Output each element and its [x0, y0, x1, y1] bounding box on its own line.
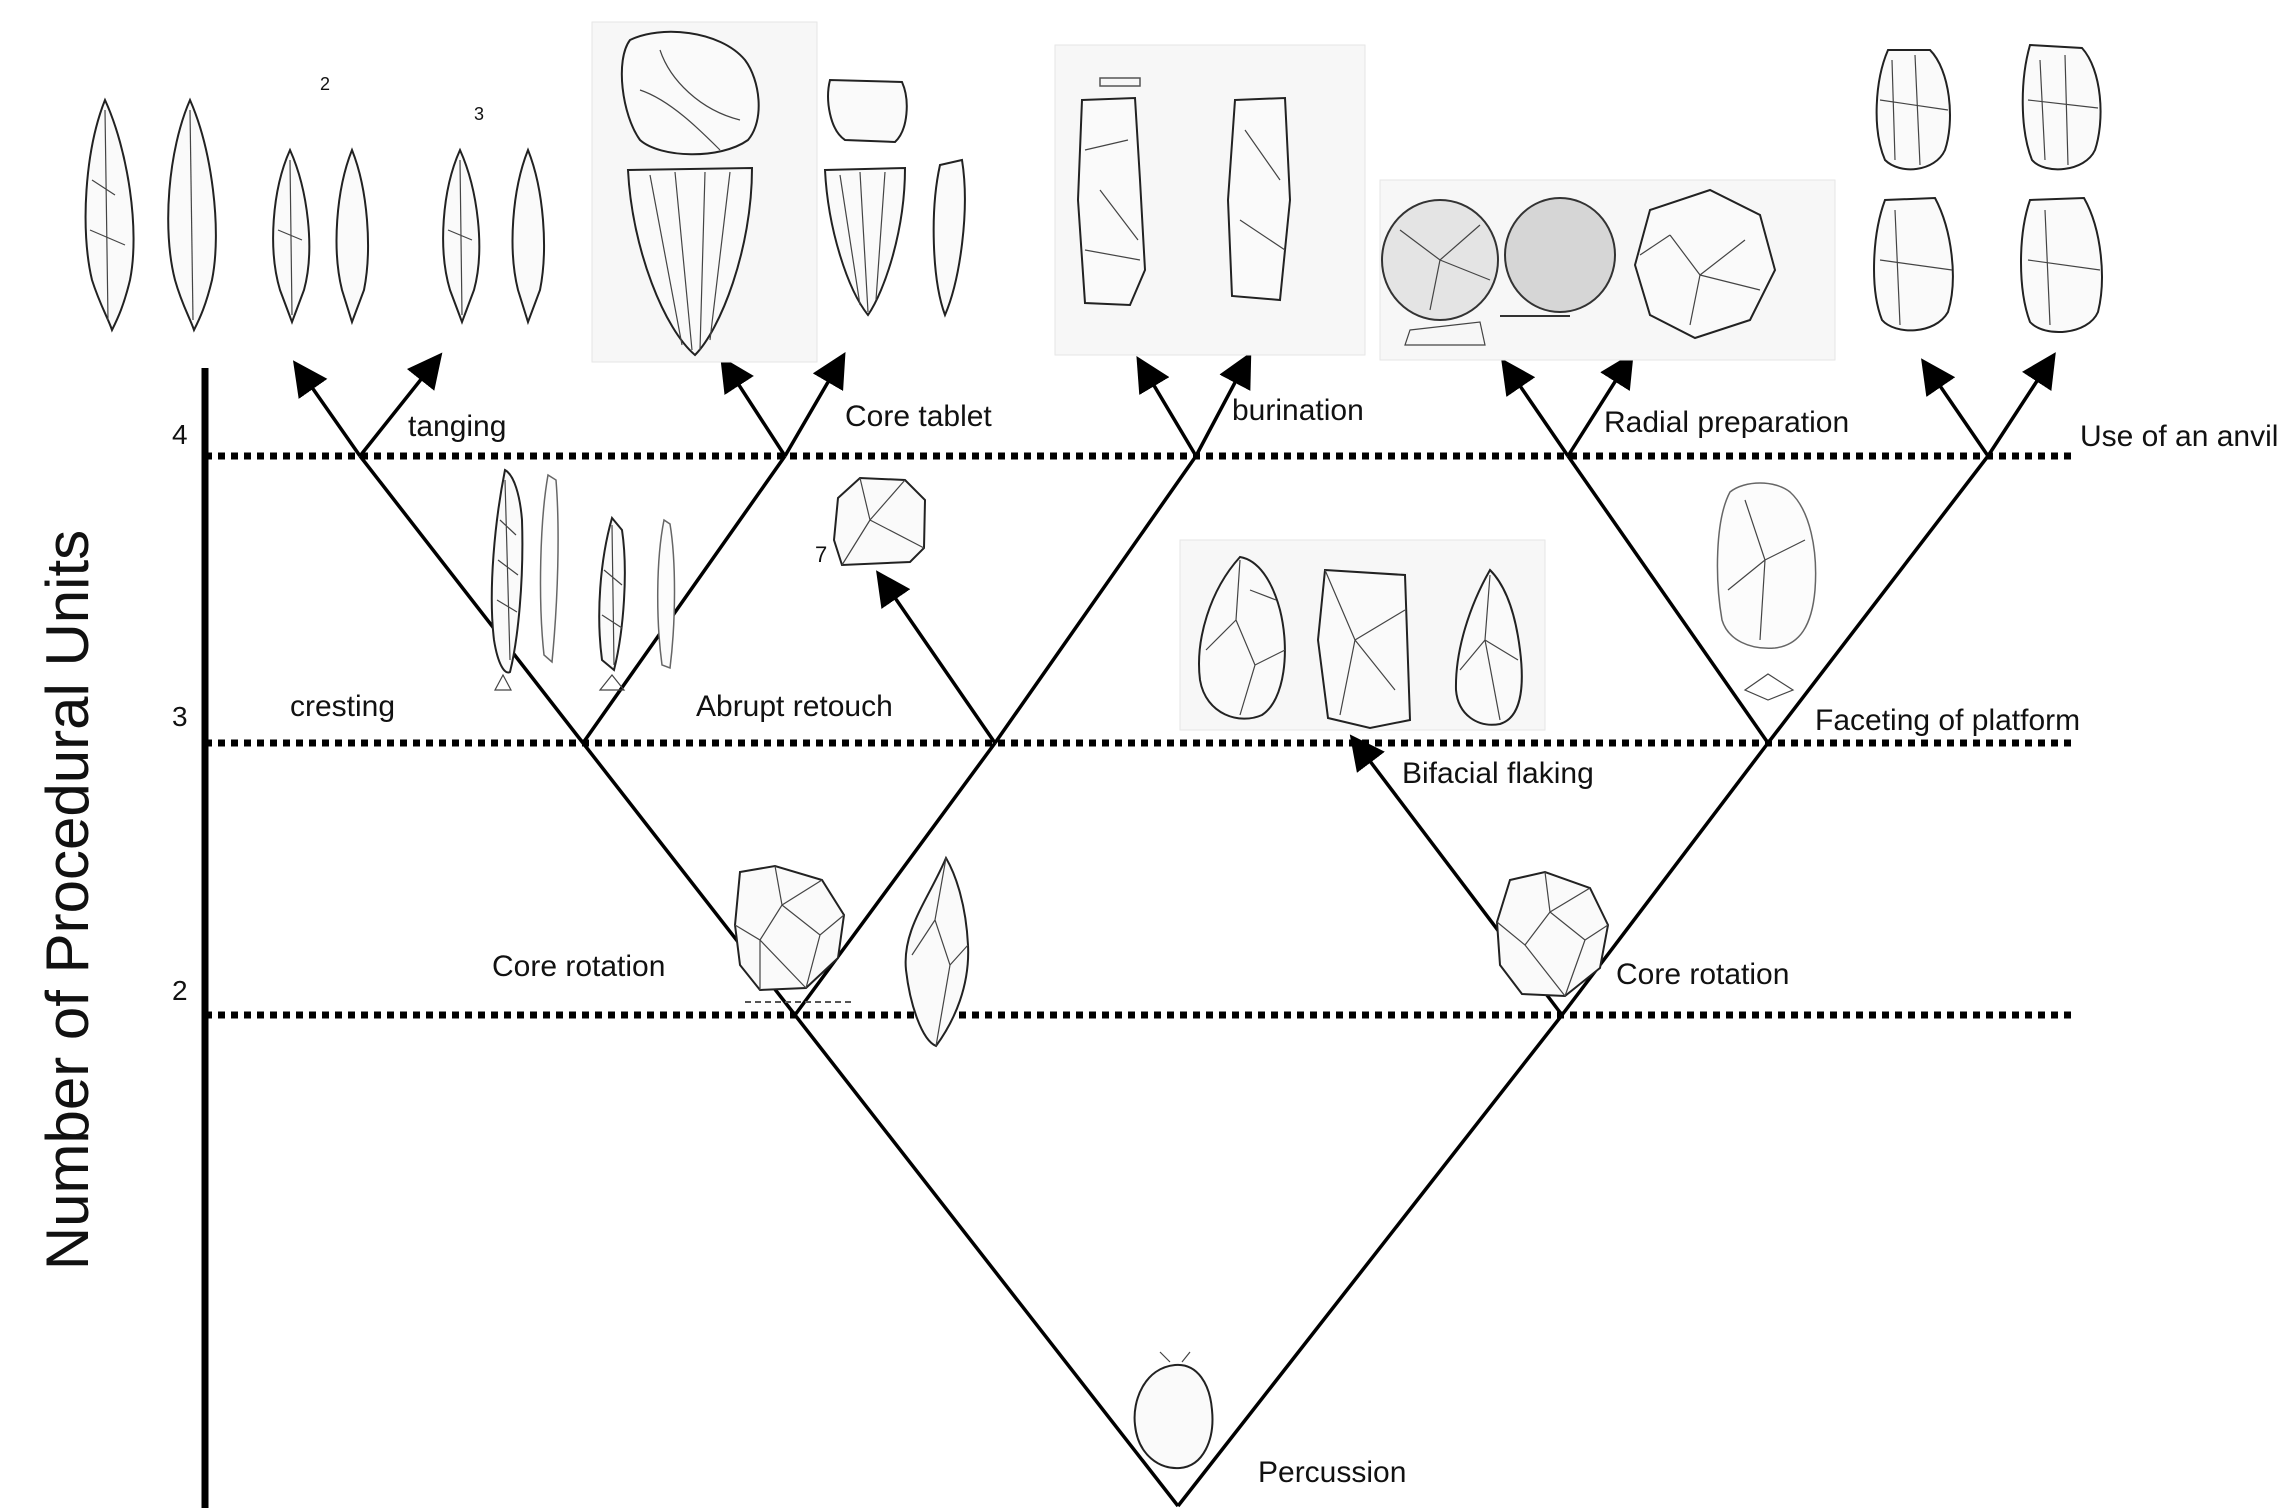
cresting-blades-illustration — [492, 470, 675, 690]
y-tick-2: 2 — [172, 975, 188, 1006]
label-radial-preparation: Radial preparation — [1604, 406, 1849, 439]
bifacial-tools-illustration — [1180, 540, 1545, 730]
burin-illustration — [1055, 45, 1365, 355]
label-abrupt-retouch: Abrupt retouch — [696, 690, 893, 723]
label-core-tablet: Core tablet — [845, 400, 992, 433]
core-tablet-illustration — [592, 22, 965, 362]
label-cresting: cresting — [290, 690, 395, 723]
anvil-pieces-illustration — [1874, 45, 2102, 332]
label-use-of-an-anvil: Use of an anvil — [2080, 420, 2278, 453]
svg-text:2: 2 — [320, 74, 330, 94]
percussion-pebble-illustration — [1135, 1352, 1213, 1468]
tanged-points-illustration: 2 3 — [86, 74, 544, 330]
y-tick-4: 4 — [172, 419, 188, 450]
label-core-rotation-left: Core rotation — [492, 950, 665, 983]
label-bifacial-flaking: Bifacial flaking — [1402, 757, 1594, 790]
label-core-rotation-right: Core rotation — [1616, 958, 1789, 991]
svg-text:3: 3 — [474, 104, 484, 124]
faceting-platform-illustration — [1717, 483, 1815, 700]
label-faceting-of-platform: Faceting of platform — [1815, 704, 2080, 737]
y-axis-title: Number of Procedural Units — [34, 530, 101, 1270]
label-tanging: tanging — [408, 410, 506, 443]
y-tick-3: 3 — [172, 701, 188, 732]
svg-text:7: 7 — [815, 542, 827, 567]
label-percussion: Percussion — [1258, 1456, 1406, 1489]
radial-cores-illustration — [1380, 180, 1835, 360]
abrupt-retouch-illustration: 7 — [815, 478, 925, 567]
label-burination: burination — [1232, 394, 1364, 427]
